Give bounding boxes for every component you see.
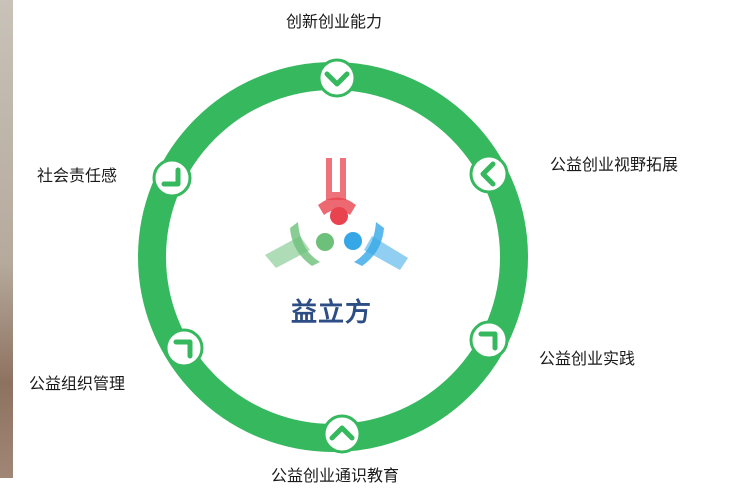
chevron-down-icon bbox=[324, 71, 350, 87]
green-ring bbox=[138, 62, 528, 452]
chevron-up-icon bbox=[329, 425, 355, 441]
node-marker-general-education[interactable] bbox=[322, 414, 362, 454]
label-org-management: 公益组织管理 bbox=[29, 374, 126, 393]
logo-red-dot bbox=[330, 207, 348, 225]
node-marker-social-responsibility[interactable] bbox=[152, 158, 192, 198]
logo-text: 益立方 bbox=[291, 298, 373, 328]
label-vision-expansion: 公益创业视野拓展 bbox=[550, 155, 679, 174]
node-marker-practice[interactable] bbox=[469, 320, 509, 360]
node-marker-vision[interactable] bbox=[469, 154, 509, 194]
logo-green-dot bbox=[316, 233, 334, 251]
corner-arrow-icon bbox=[161, 167, 181, 187]
node-marker-org-management[interactable] bbox=[164, 328, 204, 368]
label-social-responsibility: 社会责任感 bbox=[37, 166, 118, 185]
label-practice: 公益创业实践 bbox=[539, 349, 636, 368]
label-general-education: 公益创业通识教育 bbox=[271, 466, 400, 485]
corner-arrow-icon bbox=[478, 331, 498, 351]
label-innovation-ability: 创新创业能力 bbox=[286, 12, 383, 31]
logo-blue-dot bbox=[344, 232, 362, 250]
logo-emblem bbox=[265, 158, 408, 270]
corner-arrow-icon bbox=[173, 339, 193, 359]
background-edge-strip bbox=[0, 0, 13, 478]
chevron-left-icon bbox=[480, 161, 496, 187]
node-marker-innovation[interactable] bbox=[317, 58, 357, 98]
